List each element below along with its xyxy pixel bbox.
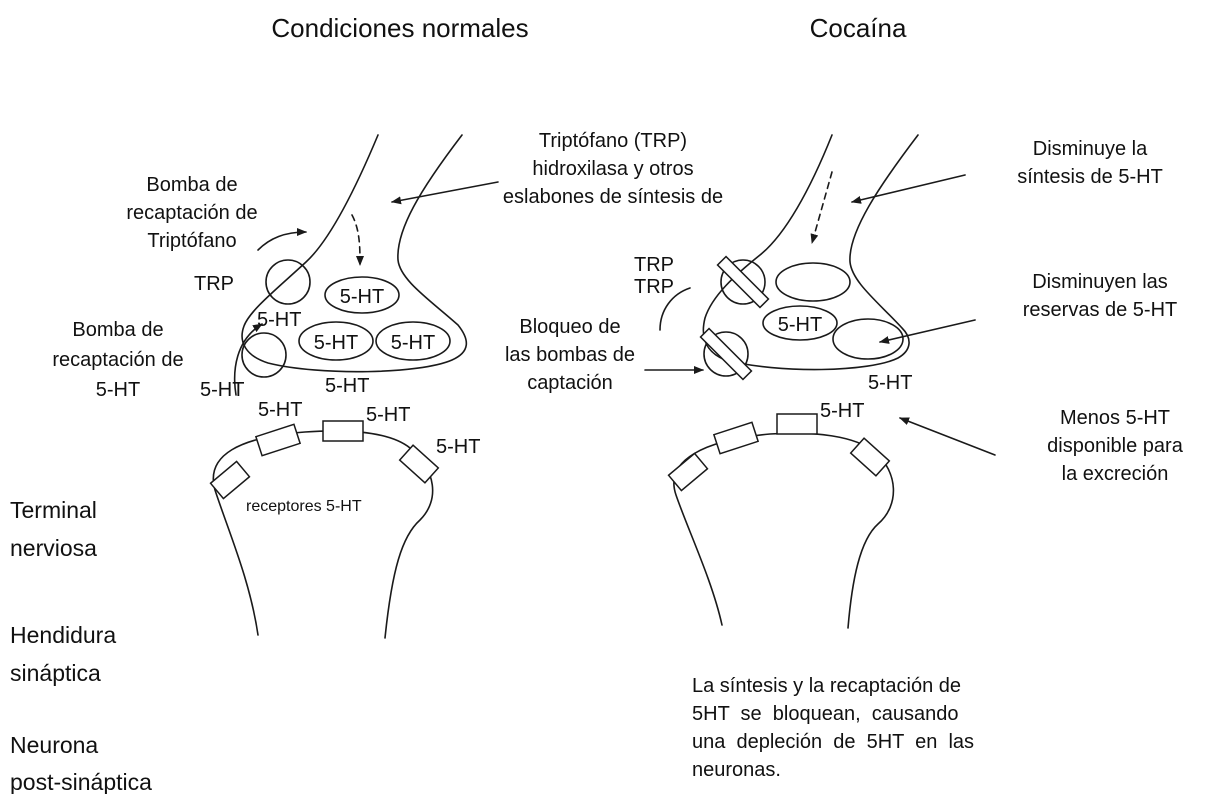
svg-text:Bomba de: Bomba de [72, 319, 163, 341]
label-pump-block: Bloqueo de las bombas de captación [505, 316, 635, 394]
blocked-trp-pump [718, 257, 769, 308]
vesicle-5ht-normal-left: 5-HT [299, 322, 373, 360]
synthesis-dashed-arrow-normal [352, 215, 360, 265]
svg-text:una depleción de 5HT en l: una depleción de 5HT en las [692, 731, 974, 753]
synthesis-dashed-arrow-cocaine [812, 172, 832, 243]
vesicle-5ht-normal-right: 5-HT [376, 322, 450, 360]
molecule-5ht-4: 5-HT [258, 399, 302, 421]
5ht-reuptake-pump [242, 333, 286, 377]
svg-text:hidroxilasa y otros: hidroxilasa y otros [532, 158, 693, 180]
header-normal: Condiciones normales [271, 13, 528, 43]
svg-text:5-HT: 5-HT [314, 332, 358, 354]
svg-text:5-HT: 5-HT [391, 332, 435, 354]
svg-text:Bomba de: Bomba de [146, 174, 237, 196]
label-reserves-down: Disminuyen las reservas de 5-HT [1023, 271, 1178, 321]
label-trp-normal: TRP [194, 273, 234, 295]
postsynaptic-neuron-normal [213, 431, 432, 638]
svg-text:Terminal: Terminal [10, 497, 97, 523]
vesicle-5ht-cocaine: 5-HT [763, 306, 837, 340]
svg-text:Disminuye la: Disminuye la [1033, 138, 1148, 160]
svg-text:Menos 5-HT: Menos 5-HT [1060, 407, 1170, 429]
molecule-5ht-3: 5-HT [325, 375, 369, 397]
label-trp-cocaine-2: TRP [634, 276, 674, 298]
receptors-cocaine [669, 414, 890, 491]
svg-text:La síntesis y la recaptación d: La síntesis y la recaptación de [692, 675, 961, 697]
vesicle-empty-top [776, 263, 850, 301]
label-trp-pump: Bomba de recaptación de Triptófano [126, 174, 257, 252]
summary-text: La síntesis y la recaptación de 5HT se b… [692, 675, 974, 781]
svg-text:recaptación de: recaptación de [52, 349, 183, 371]
blocked-5ht-pump [701, 329, 752, 380]
svg-text:5-HT: 5-HT [96, 379, 140, 401]
label-trp-cocaine-1: TRP [634, 254, 674, 276]
label-receptors: receptores 5-HT [246, 498, 362, 515]
svg-text:captación: captación [527, 372, 613, 394]
svg-text:las bombas de: las bombas de [505, 344, 635, 366]
arrow-trp-pump [258, 232, 306, 250]
svg-text:neuronas.: neuronas. [692, 759, 781, 781]
molecule-5ht-cocaine-2: 5-HT [820, 400, 864, 422]
arrow-synthesis-down [852, 175, 965, 202]
label-5ht-pump: Bomba de recaptación de 5-HT [52, 319, 183, 401]
label-less-available: Menos 5-HT disponible para la excreción [1047, 407, 1184, 485]
side-label-cleft: Hendidura sináptica [10, 622, 116, 686]
svg-text:5-HT: 5-HT [778, 314, 822, 336]
trp-reuptake-pump [266, 260, 310, 304]
svg-text:reservas de 5-HT: reservas de 5-HT [1023, 299, 1178, 321]
svg-text:sináptica: sináptica [10, 660, 101, 686]
svg-text:nerviosa: nerviosa [10, 535, 97, 561]
svg-text:Hendidura: Hendidura [10, 622, 116, 648]
svg-text:Neurona: Neurona [10, 732, 98, 758]
svg-text:Bloqueo de: Bloqueo de [519, 316, 620, 338]
svg-text:post-sináptica: post-sináptica [10, 769, 152, 794]
arrow-trp-hydroxylase [392, 182, 498, 202]
arrow-less-available [900, 418, 995, 455]
side-label-terminal: Terminal nerviosa [10, 497, 97, 561]
svg-text:síntesis de 5-HT: síntesis de 5-HT [1017, 166, 1163, 188]
svg-text:recaptación de: recaptación de [126, 202, 257, 224]
svg-text:Triptófano (TRP): Triptófano (TRP) [539, 130, 687, 152]
molecule-5ht-6: 5-HT [436, 436, 480, 458]
label-synthesis-down: Disminuye la síntesis de 5-HT [1017, 138, 1163, 188]
label-trp-hydroxylase: Triptófano (TRP) hidroxilasa y otros esl… [503, 130, 723, 208]
molecule-5ht-cocaine-1: 5-HT [868, 372, 912, 394]
svg-text:Disminuyen las: Disminuyen las [1032, 271, 1168, 293]
vesicle-5ht-normal-top: 5-HT [325, 277, 399, 313]
header-cocaine: Cocaína [810, 13, 907, 43]
svg-text:Triptófano: Triptófano [147, 230, 236, 252]
molecule-5ht-1: 5-HT [257, 309, 301, 331]
svg-text:la excreción: la excreción [1062, 463, 1169, 485]
side-label-postsynaptic: Neurona post-sináptica [10, 732, 152, 794]
molecule-5ht-2: 5-HT [200, 379, 244, 401]
svg-text:eslabones de síntesis de: eslabones de síntesis de [503, 186, 723, 208]
molecule-5ht-5: 5-HT [366, 404, 410, 426]
receptors-normal [211, 421, 439, 499]
svg-text:disponible para: disponible para [1047, 435, 1184, 457]
svg-text:5HT se bloquean, causando: 5HT se bloquean, causando [692, 703, 958, 725]
svg-text:5-HT: 5-HT [340, 286, 384, 308]
